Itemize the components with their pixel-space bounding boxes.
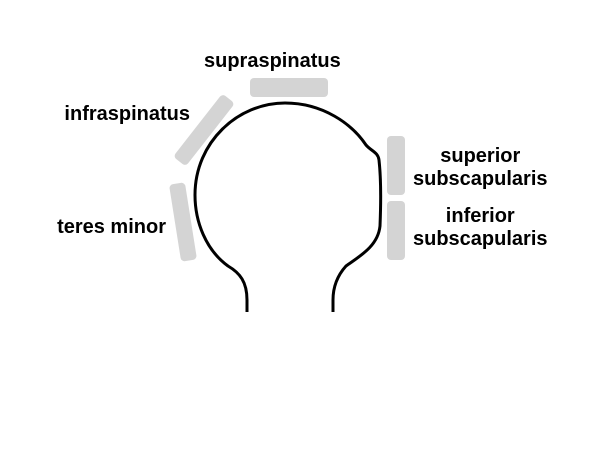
teres-minor-muscle bbox=[169, 182, 197, 262]
label-supraspinatus: supraspinatus bbox=[204, 50, 341, 72]
infraspinatus-muscle bbox=[174, 95, 234, 165]
label-teres-minor: teres minor bbox=[57, 216, 166, 238]
supraspinatus-muscle bbox=[250, 78, 328, 97]
label-line: inferior bbox=[445, 205, 515, 227]
label-line: subscapularis bbox=[413, 228, 548, 250]
label-infraspinatus: infraspinatus bbox=[64, 103, 190, 125]
label-superior-subscapularis: superior subscapularis bbox=[413, 145, 548, 191]
label-line: superior bbox=[440, 145, 521, 167]
superior-subscapularis-muscle bbox=[387, 136, 405, 195]
label-line: subscapularis bbox=[413, 168, 548, 190]
label-inferior-subscapularis: inferior subscapularis bbox=[413, 205, 548, 251]
humerus-outline bbox=[193, 101, 383, 312]
inferior-subscapularis-muscle bbox=[387, 201, 405, 260]
